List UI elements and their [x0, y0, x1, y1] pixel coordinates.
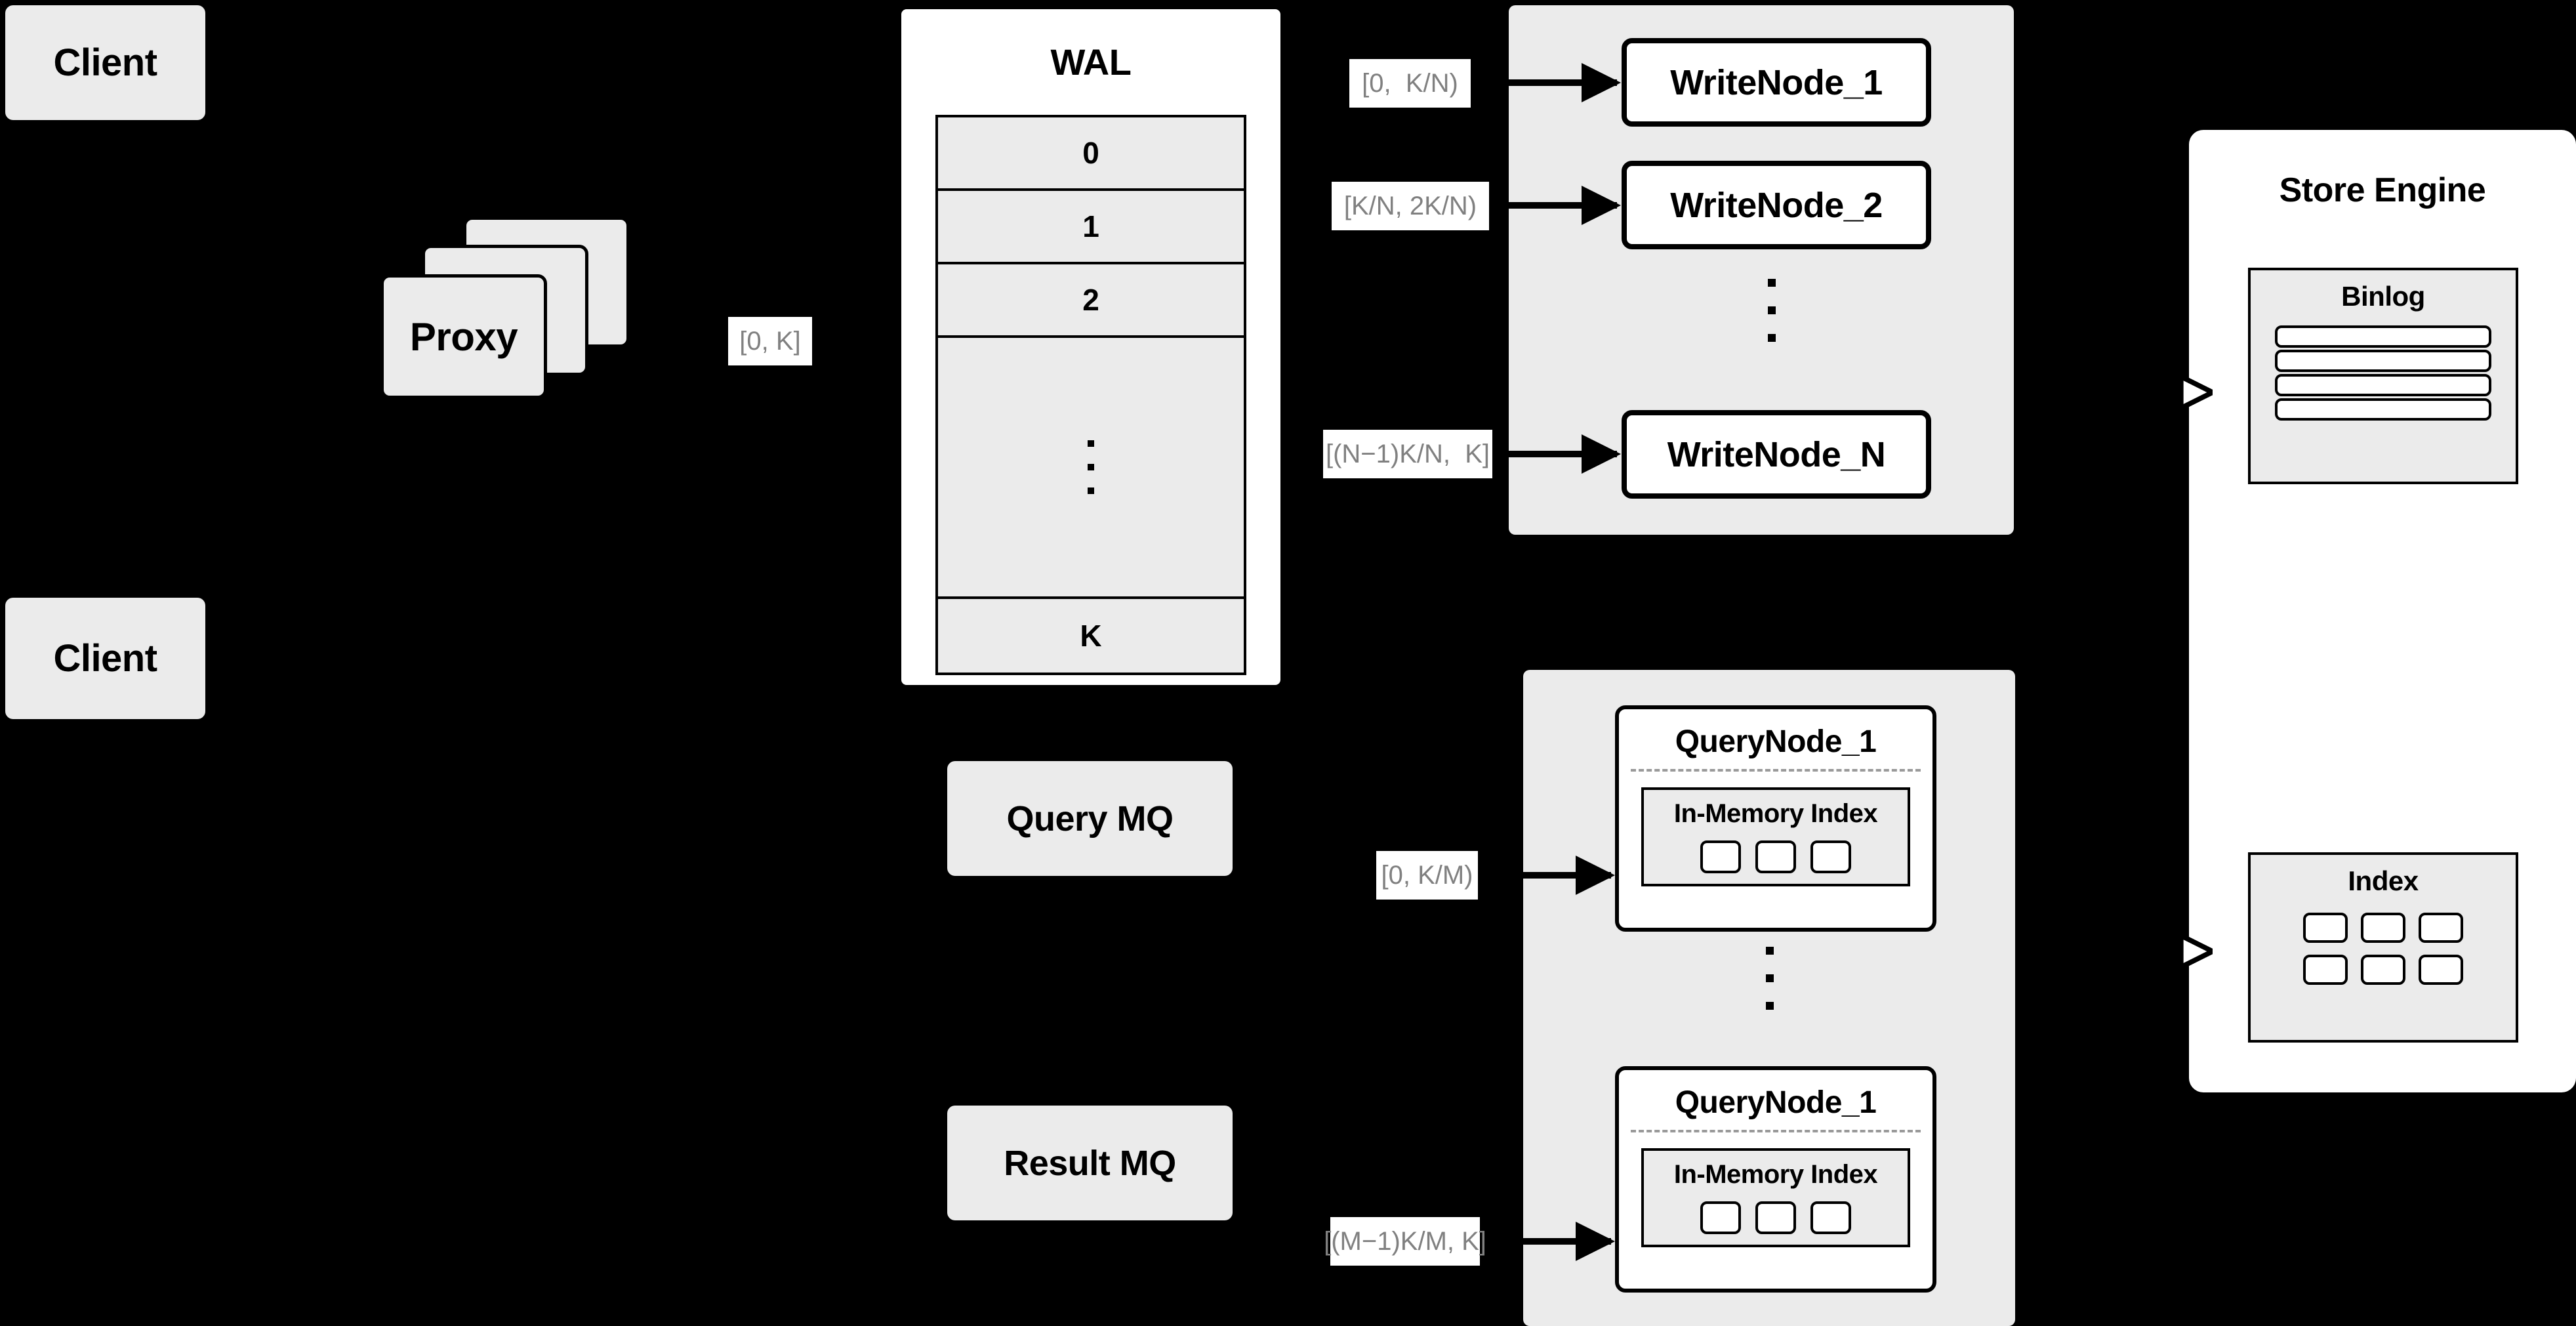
binlog-row[interactable]: [2275, 398, 2491, 421]
index-cell[interactable]: [2419, 913, 2463, 943]
binlog-panel: Binlog: [2248, 268, 2518, 484]
wal-row-ellipsis: [938, 338, 1244, 599]
range-label-querynode-m-text: [(M−1)K/M, K]: [1324, 1226, 1486, 1256]
binlog-row[interactable]: [2275, 350, 2491, 372]
wal-row-label: 1: [1082, 209, 1099, 243]
index-cell[interactable]: [1700, 1201, 1741, 1234]
wal-panel: WAL 0 1 2 K: [897, 5, 1284, 689]
range-label-querynode-m: [(M−1)K/M, K]: [1324, 1217, 1486, 1266]
write-node-1[interactable]: WriteNode_1: [1622, 38, 1931, 127]
in-memory-index-1: In-Memory Index: [1641, 787, 1910, 886]
index-cell[interactable]: [1755, 840, 1796, 873]
index-cell[interactable]: [1700, 840, 1741, 873]
index-panel: Index: [2248, 852, 2518, 1043]
index-cell[interactable]: [2303, 913, 2348, 943]
client-node-2-label: Client: [53, 637, 157, 680]
in-memory-index-1-title: In-Memory Index: [1673, 799, 1878, 828]
write-cluster-ellipsis: [1768, 279, 1776, 342]
query-node-m[interactable]: QueryNode_1 In-Memory Index: [1615, 1066, 1936, 1293]
range-label-proxy-to-wal-text: [0, K]: [739, 326, 801, 356]
wal-row-label: 2: [1082, 283, 1099, 317]
ellipsis-dot-icon: [1766, 974, 1774, 982]
in-memory-index-m: In-Memory Index: [1641, 1148, 1910, 1247]
ellipsis-dot-icon: [1088, 487, 1094, 494]
index-cell[interactable]: [1810, 840, 1851, 873]
binlog-row-list: [2251, 325, 2516, 421]
store-engine-title: Store Engine: [2279, 171, 2486, 209]
wal-entry-stack: 0 1 2 K: [935, 115, 1246, 675]
index-cell[interactable]: [2303, 955, 2348, 985]
index-cell[interactable]: [2419, 955, 2463, 985]
store-engine-panel: Store Engine Binlog Index: [2189, 130, 2576, 1092]
range-label-writenode-1: [0, K/N): [1349, 59, 1471, 108]
range-label-writenode-1-text: [0, K/N): [1362, 68, 1458, 98]
wal-row-label: K: [1080, 619, 1102, 653]
ellipsis-dot-icon: [1768, 306, 1776, 314]
write-node-1-label: WriteNode_1: [1670, 62, 1883, 102]
index-cell-grid: [2251, 913, 2516, 985]
index-cell[interactable]: [2361, 955, 2405, 985]
in-memory-index-1-cells: [1644, 840, 1908, 873]
range-label-writenode-n-text: [(N−1)K/N, K]: [1325, 439, 1490, 468]
range-label-querynode-1: [0, K/M): [1376, 851, 1478, 900]
query-cluster-ellipsis: [1766, 947, 1774, 1010]
query-node-1-title: QueryNode_1: [1675, 724, 1877, 759]
wal-row[interactable]: K: [938, 599, 1244, 673]
query-node-m-title: QueryNode_1: [1675, 1085, 1877, 1120]
proxy-card-front[interactable]: Proxy: [380, 274, 547, 399]
wal-title: WAL: [1050, 41, 1132, 83]
wal-row-label: 0: [1082, 136, 1099, 170]
ellipsis-dot-icon: [1766, 1002, 1774, 1010]
range-label-proxy-to-wal: [0, K]: [728, 317, 812, 365]
index-cell[interactable]: [1810, 1201, 1851, 1234]
write-node-n[interactable]: WriteNode_N: [1622, 410, 1931, 499]
client-node-1-label: Client: [53, 41, 157, 84]
result-mq-label: Result MQ: [1004, 1143, 1176, 1183]
query-node-m-separator: [1631, 1130, 1921, 1132]
write-node-n-label: WriteNode_N: [1667, 434, 1886, 474]
binlog-title: Binlog: [2341, 281, 2425, 312]
ellipsis-dot-icon: [1088, 464, 1094, 470]
query-mq-label: Query MQ: [1006, 798, 1174, 839]
query-mq-node[interactable]: Query MQ: [947, 761, 1233, 876]
range-label-writenode-n: [(N−1)K/N, K]: [1323, 430, 1492, 478]
write-node-2-label: WriteNode_2: [1670, 185, 1883, 225]
write-node-2[interactable]: WriteNode_2: [1622, 161, 1931, 249]
proxy-label: Proxy: [409, 314, 518, 359]
binlog-row[interactable]: [2275, 374, 2491, 396]
wal-row[interactable]: 2: [938, 264, 1244, 338]
in-memory-index-m-cells: [1644, 1201, 1908, 1234]
result-mq-node[interactable]: Result MQ: [947, 1106, 1233, 1220]
wal-row[interactable]: 0: [938, 117, 1244, 191]
range-label-querynode-1-text: [0, K/M): [1381, 860, 1473, 890]
index-cell[interactable]: [2361, 913, 2405, 943]
ellipsis-dot-icon: [1768, 334, 1776, 342]
ellipsis-dot-icon: [1768, 279, 1776, 287]
index-title: Index: [2348, 865, 2419, 896]
query-node-1[interactable]: QueryNode_1 In-Memory Index: [1615, 705, 1936, 932]
query-node-1-separator: [1631, 769, 1921, 772]
proxy-stack[interactable]: Proxy: [380, 217, 663, 426]
range-label-writenode-2-text: [K/N, 2K/N): [1343, 191, 1477, 220]
index-cell[interactable]: [1755, 1201, 1796, 1234]
ellipsis-dot-icon: [1766, 947, 1774, 955]
ellipsis-dot-icon: [1088, 440, 1094, 447]
binlog-row[interactable]: [2275, 325, 2491, 348]
in-memory-index-m-title: In-Memory Index: [1673, 1160, 1878, 1189]
range-label-writenode-2: [K/N, 2K/N): [1332, 182, 1489, 230]
client-node-1[interactable]: Client: [5, 5, 205, 120]
wal-row[interactable]: 1: [938, 191, 1244, 264]
client-node-2[interactable]: Client: [5, 598, 205, 719]
